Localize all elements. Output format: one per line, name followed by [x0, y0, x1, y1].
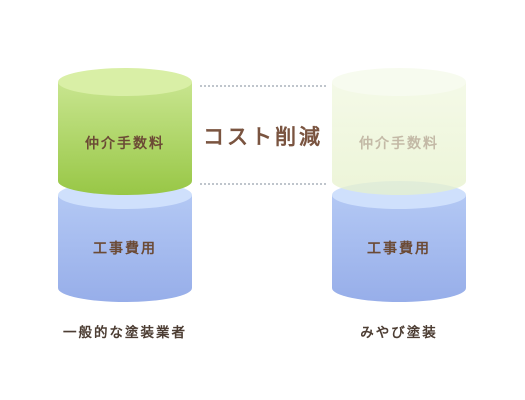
left-fee-cylinder: [58, 68, 192, 195]
cost-reduction-headline: コスト削減: [203, 125, 323, 149]
right-column-caption: みやび塗装: [360, 325, 438, 341]
left-cost-label: 工事費用: [93, 241, 157, 257]
right-fee-cylinder-faded: [332, 68, 466, 195]
left-fee-label: 仲介手数料: [85, 136, 165, 152]
right-fee-label: 仲介手数料: [359, 136, 439, 152]
right-cost-label: 工事費用: [367, 241, 431, 257]
left-column-caption: 一般的な塗装業者: [63, 325, 187, 341]
